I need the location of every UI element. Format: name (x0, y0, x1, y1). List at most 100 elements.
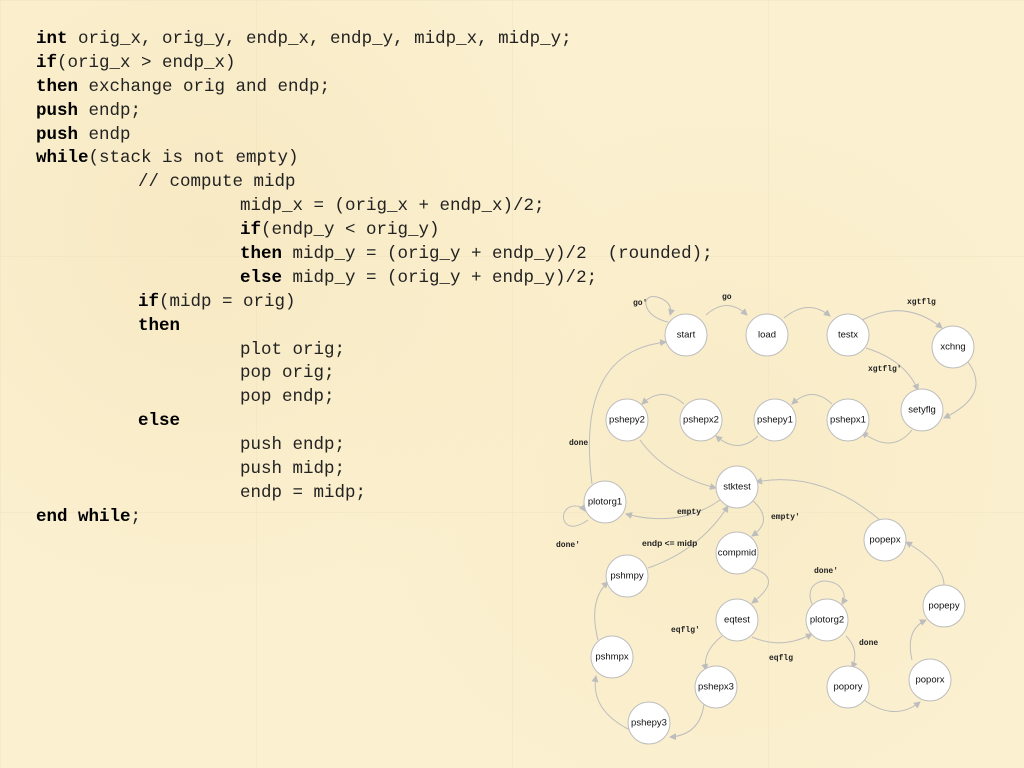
code-keyword: if (240, 220, 262, 241)
code-keyword: end while (36, 506, 131, 527)
code-line: endp = midp; (36, 482, 713, 506)
state-pshmpy: pshmpy (605, 554, 649, 598)
code-keyword: else (138, 411, 181, 432)
state-plotorg1: plotorg1 (583, 480, 627, 524)
state-circle (715, 531, 759, 575)
code-text: endp = midp; (240, 482, 367, 503)
edge-label-go: go (722, 293, 732, 302)
code-line: if(midp = orig) (36, 291, 713, 315)
state-label: popepy (928, 601, 959, 612)
edge-setyflg-pshepx1 (861, 429, 913, 444)
state-eqtest: eqtest (715, 598, 759, 642)
edge-label-endp-le-midp: endp <= midp (642, 538, 697, 548)
code-line: pop orig; (36, 362, 713, 386)
state-label: pshepx2 (683, 415, 719, 426)
edge-label-eqflg: eqflg (769, 654, 793, 663)
state-circle (715, 598, 759, 642)
state-circle (627, 701, 671, 745)
code-keyword: then (240, 244, 283, 265)
code-keyword: then (36, 76, 79, 97)
edge-pshmpx-pshmpy (594, 581, 609, 641)
edge-label-done-not1: done' (556, 541, 580, 550)
state-label: load (758, 330, 776, 341)
code-line: then (36, 315, 713, 339)
code-line: else (36, 410, 713, 434)
edge-label-empty: empty (677, 508, 701, 517)
edge-testx-xchng (861, 310, 943, 329)
state-label: xchng (940, 342, 965, 353)
code-text: // compute midp (138, 172, 296, 193)
state-circle (753, 398, 797, 442)
edge-stktest-compmid (751, 499, 764, 537)
state-pshepy2: pshepy2 (605, 398, 649, 442)
state-circle (664, 313, 708, 357)
state-label: stktest (723, 482, 751, 493)
edge-xchng-setyflg (943, 361, 977, 419)
edge-start-self (645, 296, 676, 323)
state-circle (908, 658, 952, 702)
edge-load-testx (783, 307, 831, 319)
state-circle (583, 480, 627, 524)
edge-popepx-stktest (755, 477, 881, 521)
state-pshepy1: pshepy1 (753, 398, 797, 442)
state-label: setyflg (908, 405, 935, 416)
code-keyword: push (36, 124, 79, 145)
state-circle (922, 584, 966, 628)
edge-plotorg2-self (809, 580, 849, 605)
state-circle (900, 388, 944, 432)
code-text: ; (130, 506, 142, 527)
code-line: push endp (36, 124, 713, 148)
state-label: pshepy2 (609, 415, 645, 426)
code-text: push midp; (240, 459, 346, 480)
edge-label-empty-not: empty' (771, 513, 800, 522)
edge-testx-setyflg (865, 347, 919, 391)
state-label: testx (838, 330, 858, 341)
edge-label-xgtflg-not: xgtflg' (868, 365, 902, 374)
code-line: if(orig_x > endp_x) (36, 52, 713, 76)
state-popepy: popepy (922, 584, 966, 628)
edge-plotorg1-start (588, 339, 667, 485)
state-pshepx1: pshepx1 (826, 398, 870, 442)
state-label: eqtest (724, 615, 750, 626)
code-line: if(endp_y < orig_y) (36, 219, 713, 243)
code-keyword: then (138, 315, 181, 336)
code-text: midp_y = (orig_y + endp_y)/2 (rounded); (282, 244, 713, 265)
code-line: // compute midp (36, 171, 713, 195)
state-circle (715, 465, 759, 509)
code-keyword: while (36, 148, 89, 169)
code-line: then midp_y = (orig_y + endp_y)/2 (round… (36, 243, 713, 267)
state-label: start (677, 330, 696, 341)
code-text: midp_x = (orig_x + endp_x)/2; (240, 196, 545, 217)
edge-label-go-not: go' (633, 299, 647, 308)
code-text: orig_x, orig_y, endp_x, endp_y, midp_x, … (67, 29, 572, 49)
state-poporx: poporx (908, 658, 952, 702)
state-xchng: xchng (931, 325, 975, 369)
code-listing: int orig_x, orig_y, endp_x, endp_y, midp… (36, 28, 713, 530)
edge-compmid-eqtest (751, 567, 769, 604)
code-text: pop endp; (240, 387, 335, 408)
state-label: pshepx3 (698, 682, 734, 693)
edge-pshepx3-pshepy3 (669, 703, 705, 741)
state-circle (605, 554, 649, 598)
code-text: (midp = orig) (159, 291, 296, 312)
state-pshepx3: pshepx3 (694, 665, 738, 709)
code-keyword: if (138, 291, 160, 312)
code-text: (orig_x > endp_x) (57, 52, 236, 73)
edge-pshepy3-pshmpx (591, 675, 631, 731)
state-label: popepx (869, 535, 900, 546)
edge-eqtest-pshepx3 (701, 635, 723, 671)
code-line: midp_x = (orig_x + endp_x)/2; (36, 195, 713, 219)
state-circle (590, 635, 634, 679)
code-keyword: push (36, 100, 79, 121)
code-line: push endp; (36, 434, 713, 458)
edge-start-load (705, 305, 748, 316)
edge-plotorg1-self (563, 504, 589, 527)
state-label: pshmpx (595, 652, 629, 663)
code-text: pop orig; (240, 363, 335, 384)
code-text: (endp_y < orig_y) (261, 220, 440, 241)
state-label: poporx (915, 675, 944, 686)
state-popory: popory (826, 665, 870, 709)
code-keyword: if (36, 52, 58, 73)
edge-label-eqflg-not: eqflg' (671, 626, 700, 635)
